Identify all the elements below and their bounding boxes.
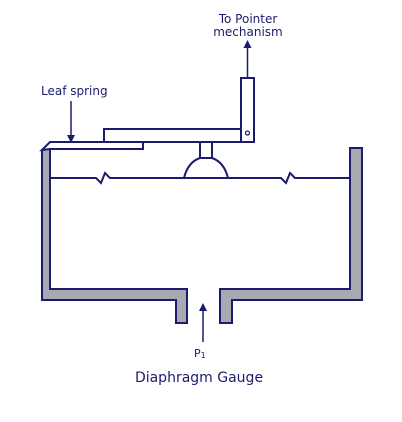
leaf-spring-label: Leaf spring (41, 84, 108, 98)
pressure-label-base: P (194, 347, 201, 360)
gauge-housing-left-wall (41, 143, 188, 324)
lever-arm (103, 128, 255, 143)
pressure-label: P1 (194, 347, 206, 360)
pointer-link (240, 77, 255, 143)
diaphragm-boss (182, 141, 230, 179)
leaf-spring (39, 141, 144, 152)
pressure-label-subscript: 1 (201, 351, 206, 360)
gauge-housing-right-wall (219, 147, 363, 324)
pointer-label-line1: To Pointer (218, 12, 278, 26)
pointer-label-line2: mechanism (213, 25, 283, 39)
diagram-caption: Diaphragm Gauge (135, 370, 263, 386)
pivot-pin (244, 130, 251, 136)
